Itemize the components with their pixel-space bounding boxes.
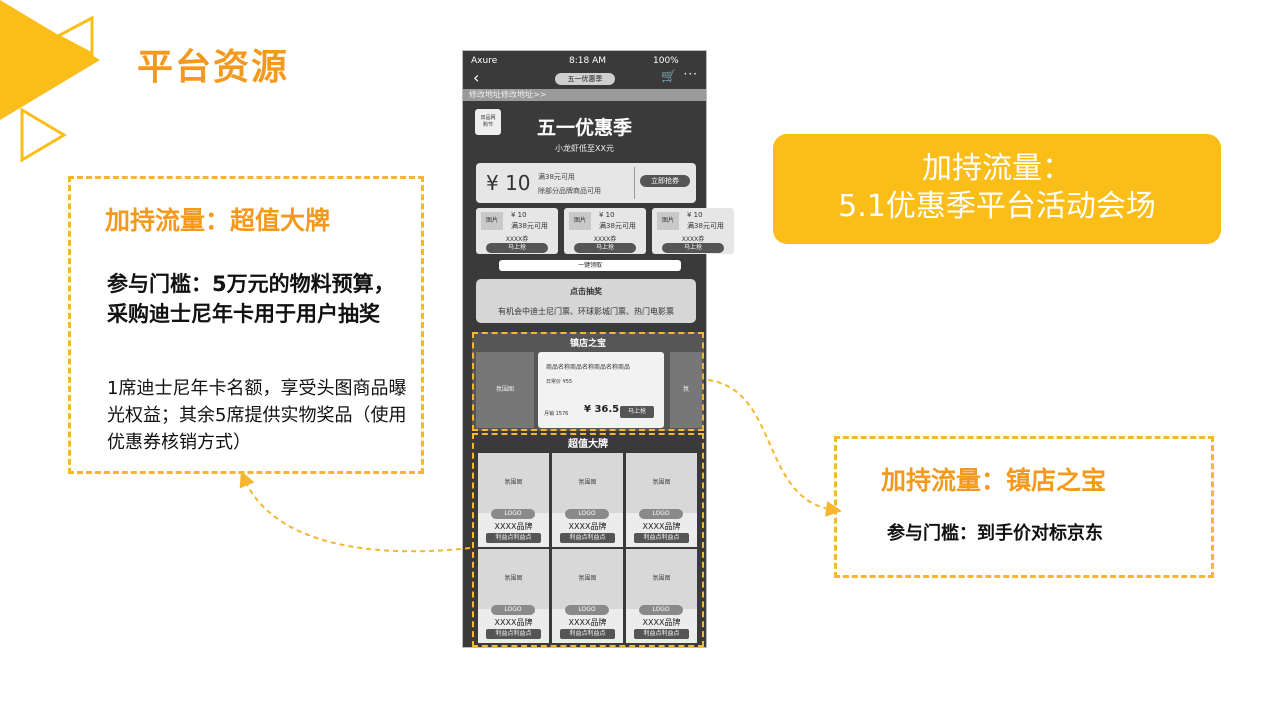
nav-bar: ‹ 五一优惠季 🛒 ··· <box>463 67 706 89</box>
coupon-amount: ¥ 10 <box>486 171 531 195</box>
lottery-banner[interactable]: 点击抽奖 有机会中迪士尼门票、环球影城门票、热门电影票 <box>476 279 696 323</box>
brand-logo: LOGO <box>639 605 683 615</box>
status-time: 8:18 AM <box>569 56 606 66</box>
product-price: ¥ 36.5 <box>584 404 620 415</box>
grab-button[interactable]: 马上抢 <box>486 243 548 253</box>
small-coupon: 图片 ¥ 10 满38元可用 XXXX券 马上抢 <box>564 208 646 254</box>
coupon-condition: 满38元可用 <box>687 222 724 230</box>
cart-icon[interactable]: 🛒 <box>661 69 676 83</box>
treasure-side-image: 氛围图 <box>476 352 534 428</box>
buy-now-button[interactable]: 马上抢 <box>620 406 654 418</box>
brand-image: 氛围图 <box>552 549 623 609</box>
one-key-claim-button[interactable]: 一键领取 <box>499 260 681 271</box>
logo-line-1: 双品网 <box>480 115 496 121</box>
brand-image: 氛围图 <box>478 453 549 513</box>
small-coupon: 图片 ¥ 10 满38元可用 XXXX券 马上抢 <box>652 208 734 254</box>
brand-benefit: 利益点利益点 <box>486 629 541 639</box>
brand-logo: LOGO <box>639 509 683 519</box>
brand-logo: LOGO <box>491 509 535 519</box>
daily-price: 日常价 ¥55 <box>546 379 573 385</box>
battery-level: 100% <box>653 56 679 66</box>
signal-carrier: Axure <box>471 56 498 66</box>
phone-mockup: Axure 8:18 AM 100% ‹ 五一优惠季 🛒 ··· 修改地址修改地… <box>462 50 734 648</box>
decorative-triangles <box>0 0 100 163</box>
coupon-scope: 除部分品牌商品可用 <box>538 187 601 195</box>
accent-line-1: 加持流量： <box>922 151 1072 186</box>
brand-name: XXXX品牌 <box>494 618 533 627</box>
lottery-desc: 有机会中迪士尼门票、环球影城门票、热门电影票 <box>498 307 674 316</box>
treasure-product-card[interactable]: 商品名称商品名称商品名称商品 日常价 ¥55 月销 1576 ¥ 36.5 马上… <box>538 352 664 428</box>
brand-benefit: 利益点利益点 <box>560 533 615 543</box>
brand-image: 氛围图 <box>478 549 549 609</box>
right-info-box: 加持流量：镇店之宝 参与门槛：到手价对标京东 <box>834 436 1214 578</box>
brand-logo: LOGO <box>491 605 535 615</box>
coupon-amount: ¥ 10 <box>599 211 615 219</box>
left-box-heading: 加持流量：超值大牌 <box>105 206 331 235</box>
phone-headline: 五一优惠季 <box>536 117 632 139</box>
big-coupon: ¥ 10 满38元可用 除部分品牌商品可用 立即抢券 <box>476 163 696 203</box>
coupon-condition: 满38元可用 <box>511 222 548 230</box>
coupon-condition: 满38元可用 <box>538 173 575 181</box>
grab-button[interactable]: 马上抢 <box>574 243 636 253</box>
left-box-detail: 1席迪士尼年卡名额，享受头图商品曝光权益；其余5席提供实物奖品（使用优惠券核销方… <box>107 378 407 453</box>
address-link[interactable]: 修改地址修改地址>> <box>463 89 706 101</box>
lottery-title: 点击抽奖 <box>570 287 602 296</box>
accent-line-2: 5.1优惠季平台活动会场 <box>838 189 1156 224</box>
treasure-side-image: 氛 <box>670 352 702 428</box>
brand-image: 氛围图 <box>626 453 697 513</box>
product-name: 商品名称商品名称商品名称商品 <box>546 364 631 371</box>
event-logo: 双品网 购节 <box>475 109 501 135</box>
page-title: 平台资源 <box>137 47 290 88</box>
left-info-box: 加持流量：超值大牌 参与门槛：5万元的物料预算，采购迪士尼年卡用于用户抽奖 1席… <box>68 176 424 474</box>
brand-image: 氛围图 <box>552 453 623 513</box>
more-icon[interactable]: ··· <box>683 67 698 81</box>
coupon-amount: ¥ 10 <box>687 211 703 219</box>
monthly-sales: 月销 1576 <box>544 411 569 417</box>
phone-subline: 小龙虾低至XX元 <box>555 144 614 153</box>
brand-benefit: 利益点利益点 <box>486 533 541 543</box>
brands-title: 超值大牌 <box>568 439 608 450</box>
accent-info-box: 加持流量： 5.1优惠季平台活动会场 <box>773 134 1221 244</box>
brand-name: XXXX品牌 <box>642 618 681 627</box>
coupon-amount: ¥ 10 <box>511 211 527 219</box>
coupon-name: XXXX券 <box>593 236 617 243</box>
brand-logo: LOGO <box>565 605 609 615</box>
coupon-image: 图片 <box>569 212 591 230</box>
brand-benefit: 利益点利益点 <box>634 629 689 639</box>
right-box-heading: 加持流量：镇店之宝 <box>881 466 1107 495</box>
brand-name: XXXX品牌 <box>568 618 607 627</box>
coupon-name: XXXX券 <box>505 236 529 243</box>
coupon-condition: 满38元可用 <box>599 222 636 230</box>
grab-button[interactable]: 马上抢 <box>662 243 724 253</box>
left-box-requirement: 参与门槛：5万元的物料预算，采购迪士尼年卡用于用户抽奖 <box>107 272 395 326</box>
coupon-divider <box>634 167 635 199</box>
brand-name: XXXX品牌 <box>494 522 533 531</box>
coupon-name: XXXX券 <box>681 236 705 243</box>
logo-line-2: 购节 <box>482 122 493 128</box>
coupon-image: 图片 <box>481 212 503 230</box>
small-coupon: 图片 ¥ 10 满38元可用 XXXX券 马上抢 <box>476 208 558 254</box>
treasure-section: 镇店之宝 氛围图 商品名称商品名称商品名称商品 日常价 ¥55 月销 1576 … <box>472 332 704 431</box>
back-icon[interactable]: ‹ <box>473 68 480 87</box>
brand-benefit: 利益点利益点 <box>634 533 689 543</box>
brand-name: XXXX品牌 <box>642 522 681 531</box>
brand-logo: LOGO <box>565 509 609 519</box>
nav-title: 五一优惠季 <box>555 73 615 85</box>
brand-name: XXXX品牌 <box>568 522 607 531</box>
status-bar: Axure 8:18 AM 100% <box>463 51 706 73</box>
coupon-image: 图片 <box>657 212 679 230</box>
brand-benefit: 利益点利益点 <box>560 629 615 639</box>
treasure-title: 镇店之宝 <box>569 339 606 349</box>
right-box-requirement: 参与门槛：到手价对标京东 <box>887 523 1103 544</box>
brand-image: 氛围图 <box>626 549 697 609</box>
grab-coupon-button[interactable]: 立即抢券 <box>640 175 690 187</box>
